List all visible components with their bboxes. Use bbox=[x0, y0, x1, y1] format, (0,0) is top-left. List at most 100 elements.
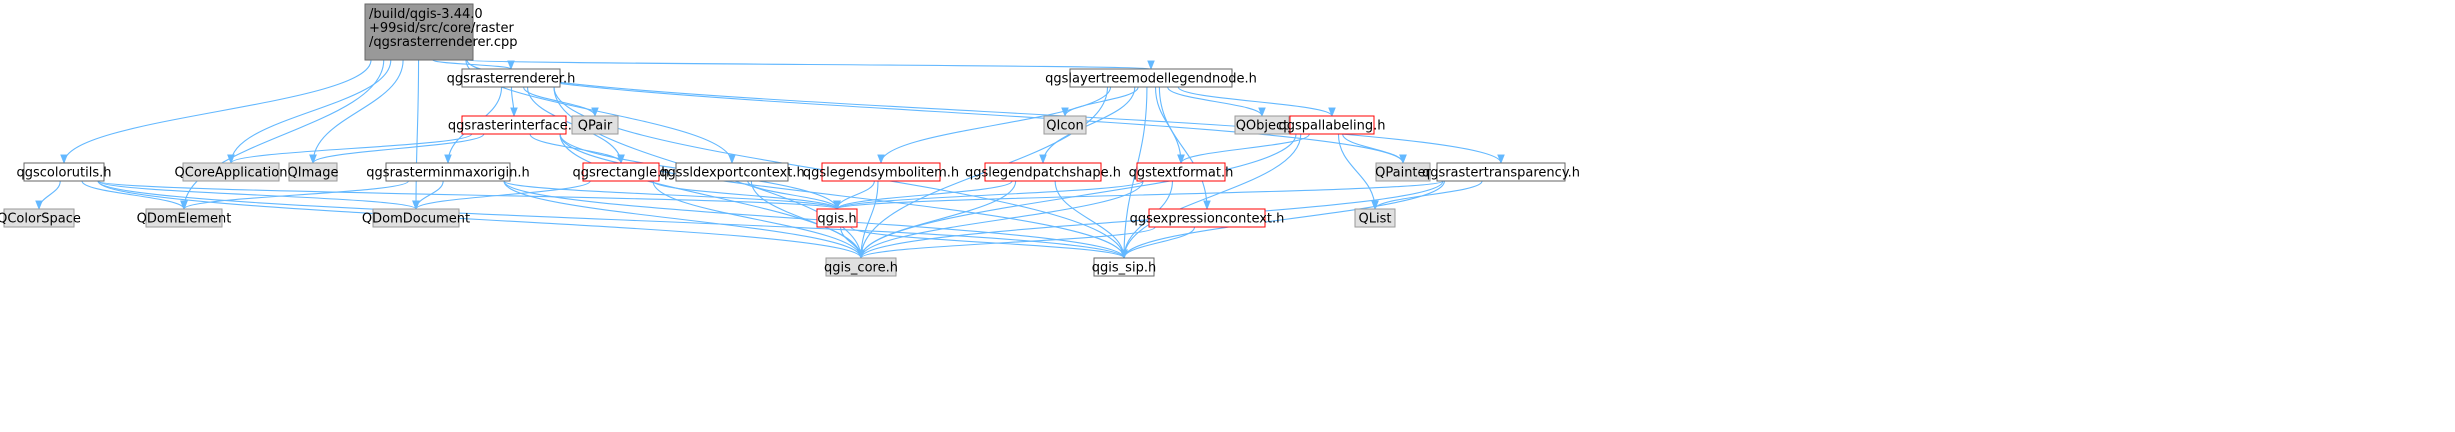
node-qcoreapplication: QCoreApplication bbox=[175, 162, 288, 182]
node-qimage-label-0: QImage bbox=[288, 166, 339, 181]
node-qgis_sip_h[interactable]: qgis_sip.h bbox=[1092, 257, 1156, 277]
node-textformat_h-box bbox=[1136, 162, 1226, 182]
node-pallabeling_h-box bbox=[1289, 115, 1375, 135]
edge-pallabeling_h-to-textformat_h bbox=[1181, 133, 1310, 164]
node-rasterrenderer_h-label-0: qgsrasterrenderer.h bbox=[447, 72, 576, 87]
edge-rastertransparency_h-to-qgis_h bbox=[837, 180, 1444, 209]
edge-rastertransparency_h-to-qgis_sip_h bbox=[1124, 180, 1445, 258]
node-qlist-box bbox=[1354, 208, 1396, 228]
edge-colorutils_h-to-qdomelement bbox=[81, 180, 184, 209]
node-qcolorspace-box bbox=[3, 208, 75, 228]
node-rasterminmaxorigin_h-box bbox=[385, 162, 511, 182]
node-qicon-box bbox=[1043, 115, 1087, 135]
node-sldexportcontext_h[interactable]: qgssldexportcontext.h bbox=[659, 162, 805, 182]
node-pallabeling_h-label-0: qgspallabeling.h bbox=[1278, 119, 1385, 134]
node-textformat_h-label-0: qgstextformat.h bbox=[1129, 166, 1234, 181]
node-colorutils_h[interactable]: qgscolorutils.h bbox=[17, 162, 112, 182]
node-pallabeling_h[interactable]: qgspallabeling.h bbox=[1278, 115, 1386, 135]
node-rasterrenderer_h-box bbox=[461, 68, 561, 88]
edge-pallabeling_h-to-qgis_sip_h bbox=[1124, 133, 1302, 258]
edge-rasterrenderer_h-to-qpair bbox=[523, 86, 595, 116]
node-qgis_h[interactable]: qgis.h bbox=[816, 208, 858, 228]
edge-colorutils_h-to-qgis_core_h bbox=[97, 180, 861, 258]
edge-layertreemodellegendnode_h-to-legendsymbolitem_h bbox=[881, 86, 1112, 163]
node-rastertransparency_h[interactable]: qgsrastertransparency.h bbox=[1422, 162, 1580, 182]
node-rasterrenderer_h[interactable]: qgsrasterrenderer.h bbox=[447, 68, 576, 88]
edge-root-to-rastertransparency_h bbox=[466, 59, 1501, 163]
edge-expressioncontext_h-to-qgis_core_h bbox=[861, 226, 1156, 258]
edge-colorutils_h-to-qgis_h bbox=[97, 180, 837, 209]
node-qgis_core_h: qgis_core.h bbox=[824, 257, 898, 277]
edge-root-to-rasterrenderer_h bbox=[432, 59, 511, 70]
node-qobject-label-0: QObject bbox=[1236, 119, 1289, 134]
node-qgis_h-box bbox=[816, 208, 858, 228]
node-qgis_sip_h-label-0: qgis_sip.h bbox=[1092, 261, 1156, 276]
node-qdomelement: QDomElement bbox=[137, 208, 231, 228]
node-expressioncontext_h[interactable]: qgsexpressioncontext.h bbox=[1130, 208, 1285, 228]
node-qlist: QList bbox=[1354, 208, 1396, 228]
node-qicon-label-0: QIcon bbox=[1046, 119, 1083, 134]
node-qdomdocument-label-0: QDomDocument bbox=[362, 212, 470, 227]
node-rectangle_h[interactable]: qgsrectangle.h bbox=[572, 162, 670, 182]
edge-rectangle_h-to-qdomdocument bbox=[416, 180, 591, 210]
edge-layertreemodellegendnode_h-to-qgis_sip_h bbox=[1124, 86, 1148, 258]
node-expressioncontext_h-label-0: qgsexpressioncontext.h bbox=[1130, 212, 1285, 227]
node-layertreemodellegendnode_h[interactable]: qgslayertreemodellegendnode.h bbox=[1045, 68, 1257, 88]
node-qcoreapplication-box bbox=[182, 162, 280, 182]
edge-root-to-colorutils_h bbox=[64, 59, 372, 163]
node-rasterinterface_h[interactable]: qgsrasterinterface.h bbox=[448, 115, 580, 135]
edge-root-to-layertreemodellegendnode_h bbox=[466, 59, 1151, 69]
edge-layertreemodellegendnode_h-to-qobject bbox=[1167, 86, 1262, 116]
node-qicon: QIcon bbox=[1043, 115, 1087, 135]
node-legendpatchshape_h[interactable]: qgslegendpatchshape.h bbox=[965, 162, 1121, 182]
edge-sldexportcontext_h-to-qgis_core_h bbox=[750, 180, 861, 258]
edge-root-to-qdomelement bbox=[184, 59, 385, 209]
edge-layertreemodellegendnode_h-to-expressioncontext_h bbox=[1158, 86, 1207, 209]
node-legendsymbolitem_h[interactable]: qgslegendsymbolitem.h bbox=[803, 162, 959, 182]
node-root-label-2: /qgsrasterrenderer.cpp bbox=[369, 35, 518, 50]
node-qpainter-box bbox=[1375, 162, 1431, 182]
edge-legendpatchshape_h-to-qgis_core_h bbox=[861, 180, 1017, 258]
edge-legendpatchshape_h-to-qgis_sip_h bbox=[1054, 180, 1124, 258]
edge-layertreemodellegendnode_h-to-qgis_core_h bbox=[861, 86, 1109, 258]
node-legendpatchshape_h-box bbox=[984, 162, 1102, 182]
node-root[interactable]: /build/qgis-3.44.0+99sid/src/core/raster… bbox=[364, 3, 518, 61]
node-qcoreapplication-label-0: QCoreApplication bbox=[175, 166, 288, 181]
node-qdomelement-box bbox=[145, 208, 223, 228]
edge-qgis_h-to-qgis_sip_h bbox=[850, 226, 1124, 258]
node-rastertransparency_h-label-0: qgsrastertransparency.h bbox=[1422, 166, 1580, 181]
edge-rasterinterface_h-to-rectangle_h bbox=[529, 133, 621, 163]
edge-rasterinterface_h-to-qgis_core_h bbox=[559, 133, 861, 258]
node-root-label-0: /build/qgis-3.44.0 bbox=[369, 7, 483, 22]
dependency-nodes: /build/qgis-3.44.0+99sid/src/core/raster… bbox=[0, 3, 1580, 277]
edge-rasterminmaxorigin_h-to-qdomelement bbox=[184, 180, 409, 209]
edge-rasterrenderer_h-to-rasterinterface_h bbox=[511, 86, 514, 116]
edge-layertreemodellegendnode_h-to-pallabeling_h bbox=[1177, 86, 1332, 117]
node-rasterminmaxorigin_h[interactable]: qgsrasterminmaxorigin.h bbox=[366, 162, 530, 182]
edge-rectangle_h-to-qgis_core_h bbox=[652, 180, 861, 258]
edge-textformat_h-to-qgis_h bbox=[837, 180, 1144, 209]
node-qgis_core_h-label-0: qgis_core.h bbox=[824, 261, 898, 276]
node-root-box bbox=[364, 3, 474, 61]
node-expressioncontext_h-box bbox=[1148, 208, 1266, 228]
node-qdomdocument: QDomDocument bbox=[362, 208, 470, 228]
node-rastertransparency_h-box bbox=[1436, 162, 1566, 182]
edge-expressioncontext_h-to-qgis_sip_h bbox=[1124, 226, 1196, 258]
node-qpair-label-0: QPair bbox=[578, 119, 613, 134]
node-colorutils_h-box bbox=[23, 162, 105, 182]
edge-qgis_h-to-qgis_core_h bbox=[840, 226, 861, 258]
node-root-label-1: +99sid/src/core/raster bbox=[369, 21, 515, 36]
node-textformat_h[interactable]: qgstextformat.h bbox=[1129, 162, 1234, 182]
node-qobject-box bbox=[1234, 115, 1290, 135]
edge-pallabeling_h-to-qpainter bbox=[1342, 133, 1403, 163]
edge-root-to-qdomdocument bbox=[416, 59, 419, 209]
edge-textformat_h-to-qgis_core_h bbox=[861, 180, 1144, 258]
node-qpair-box bbox=[571, 115, 619, 135]
node-qdomdocument-box bbox=[372, 208, 460, 228]
dependency-edges bbox=[39, 59, 1501, 258]
node-layertreemodellegendnode_h-label-0: qgslayertreemodellegendnode.h bbox=[1045, 72, 1257, 87]
node-legendsymbolitem_h-label-0: qgslegendsymbolitem.h bbox=[803, 166, 959, 181]
node-rectangle_h-box bbox=[582, 162, 660, 182]
node-rectangle_h-label-0: qgsrectangle.h bbox=[572, 166, 669, 181]
node-rasterinterface_h-box bbox=[461, 115, 567, 135]
